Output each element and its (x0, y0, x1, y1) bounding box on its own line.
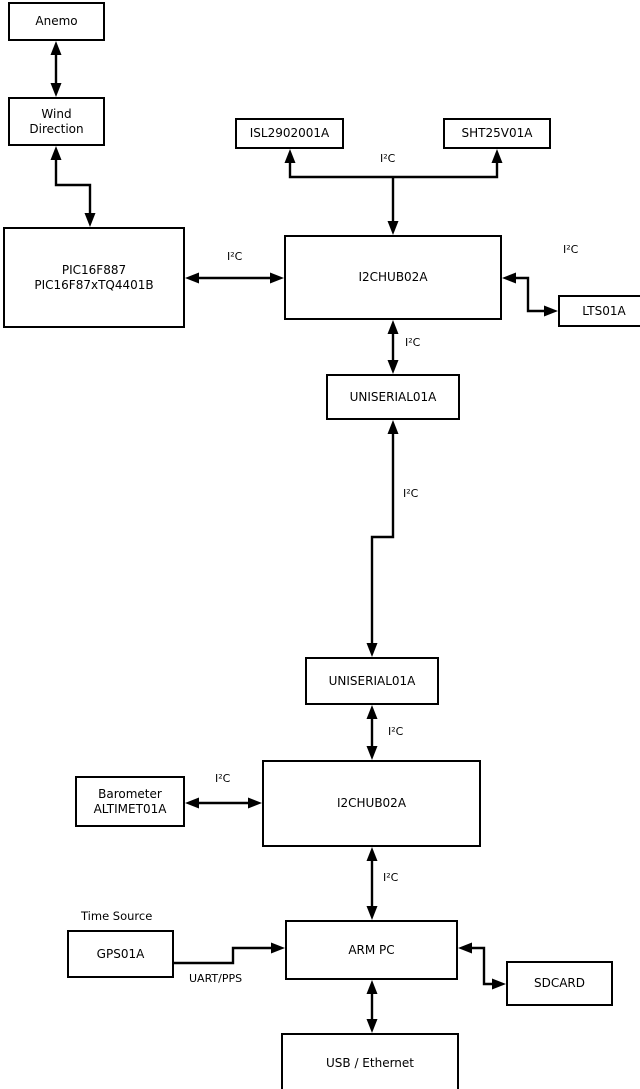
connector-uniserialbot-hubbot (366, 705, 378, 760)
edge-label-i2c-pic-hub: I²C (227, 250, 243, 263)
connector-anemo-winddirection (50, 41, 62, 97)
label-time-source: Time Source (81, 909, 153, 923)
edge-label-i2c-hub-armpc: I²C (383, 871, 399, 884)
connector-gps-armpc (174, 942, 285, 965)
connector-uniserialtop-uniserialbot (366, 420, 399, 657)
edge-label-i2c-uniserial-link: I²C (403, 487, 419, 500)
edge-label-i2c-hub-uniserial: I²C (405, 336, 421, 349)
node-gps01a[interactable]: GPS01A (67, 930, 174, 978)
connector-armpc-usbethernet (366, 980, 378, 1033)
node-i2chub02a-top[interactable]: I2CHUB02A (284, 235, 502, 320)
edge-label-i2c-sensors: I²C (380, 152, 396, 165)
node-uniserial01a-top[interactable]: UNISERIAL01A (326, 374, 460, 420)
node-anemo[interactable]: Anemo (8, 2, 105, 41)
edge-label-i2c-uniserial-hub: I²C (388, 725, 404, 738)
node-sht25v01a[interactable]: SHT25V01A (443, 118, 551, 149)
node-i2chub02a-bottom[interactable]: I2CHUB02A (262, 760, 481, 847)
node-arm-pc[interactable]: ARM PC (285, 920, 458, 980)
connector-winddirection-pic (50, 146, 96, 227)
connector-armpc-sdcard (458, 942, 506, 990)
connector-barometer-hubbot (185, 797, 262, 809)
node-isl2902001a[interactable]: ISL2902001A (235, 118, 344, 149)
node-barometer-altimet01a[interactable]: Barometer ALTIMET01A (75, 776, 185, 827)
node-pic16f887[interactable]: PIC16F887 PIC16F87xTQ4401B (3, 227, 185, 328)
connector-hubtop-sensors (284, 149, 503, 235)
edge-label-i2c-lts: I²C (563, 243, 579, 256)
connector-pic-hubtop (185, 272, 284, 284)
node-lts01a[interactable]: LTS01A (558, 295, 640, 327)
edge-label-uart-pps: UART/PPS (189, 972, 243, 985)
node-uniserial01a-bottom[interactable]: UNISERIAL01A (305, 657, 439, 705)
node-usb-ethernet[interactable]: USB / Ethernet (281, 1033, 459, 1089)
connector-hubbot-armpc (366, 847, 378, 920)
node-sdcard[interactable]: SDCARD (506, 961, 613, 1006)
connector-hubtop-uniserialtop (387, 320, 399, 374)
edge-label-i2c-barometer: I²C (215, 772, 231, 785)
connector-hubtop-lts (502, 272, 558, 317)
node-wind-direction[interactable]: Wind Direction (8, 97, 105, 146)
